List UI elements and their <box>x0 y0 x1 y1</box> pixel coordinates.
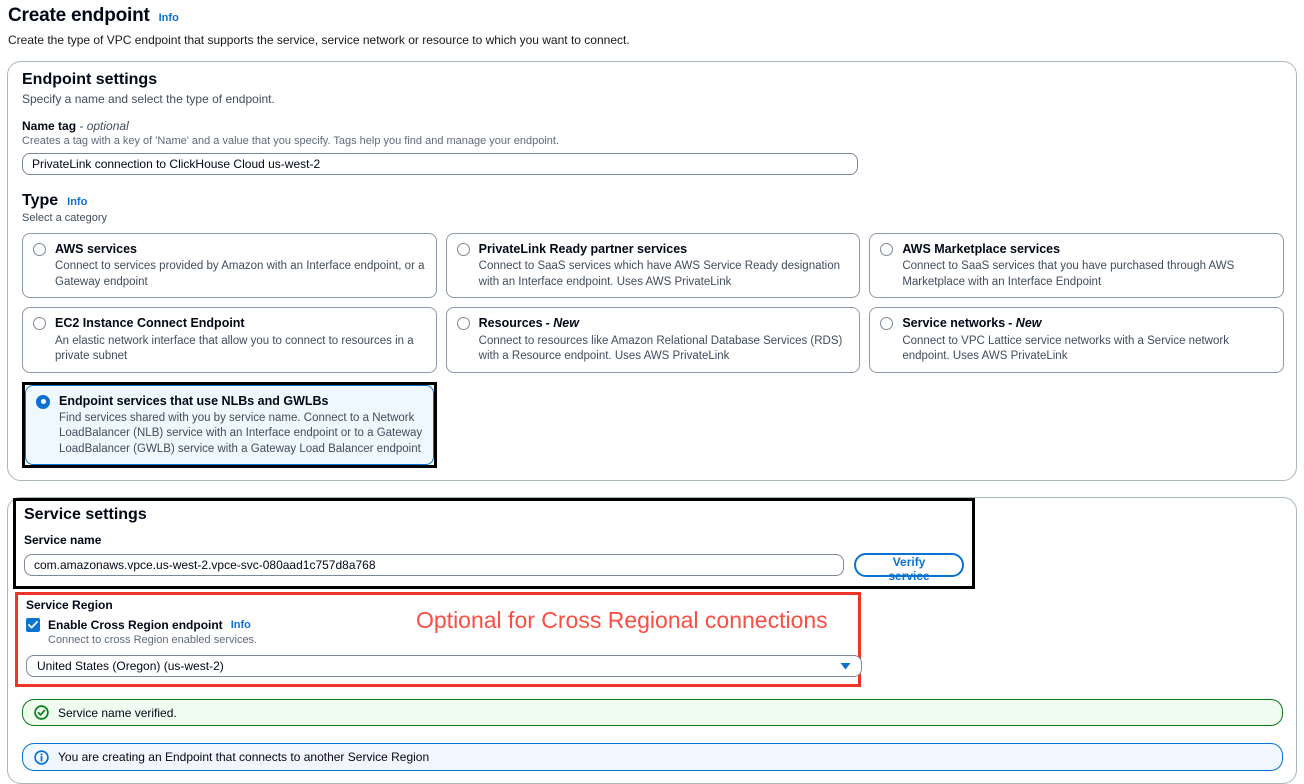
service-region-select[interactable]: United States (Oregon) (us-west-2) <box>26 655 862 678</box>
selected-type-annotation-box: Endpoint services that use NLBs and GWLB… <box>22 381 437 469</box>
service-settings-annotation-box: Service settings Service name Verify ser… <box>13 498 975 590</box>
service-verified-alert: Service name verified. <box>22 699 1283 727</box>
radio-icon[interactable] <box>880 243 894 256</box>
type-option-description: Connect to resources like Amazon Relatio… <box>478 334 843 363</box>
radio-icon[interactable] <box>880 317 894 331</box>
type-option-ec2-instance-connect[interactable]: EC2 Instance Connect Endpoint An elastic… <box>22 307 437 373</box>
type-option-service-networks[interactable]: Service networks- New Connect to VPC Lat… <box>869 307 1284 373</box>
new-badge: - New <box>1008 316 1042 331</box>
service-name-label: Service name <box>24 533 102 548</box>
new-badge: - New <box>545 316 579 331</box>
success-check-icon <box>34 705 49 721</box>
type-option-description: Connect to services provided by Amazon w… <box>55 260 425 288</box>
type-label: Type <box>22 192 59 209</box>
cross-region-checkbox-label[interactable]: Enable Cross Region endpoint <box>48 618 223 633</box>
type-option-description: Connect to SaaS services that you have p… <box>902 260 1235 288</box>
name-tag-optional-suffix: - optional <box>79 119 129 133</box>
type-option-marketplace[interactable]: AWS Marketplace services Connect to SaaS… <box>869 233 1284 299</box>
type-option-resources[interactable]: Resources- New Connect to resources like… <box>445 307 861 373</box>
type-option-title: Service networks- New <box>902 316 1042 331</box>
radio-icon[interactable] <box>33 317 46 331</box>
page-description: Create the type of VPC endpoint that sup… <box>8 33 630 47</box>
cross-region-checkbox[interactable] <box>26 618 40 633</box>
type-option-title: AWS Marketplace services <box>902 242 1061 256</box>
cross-region-help: Connect to cross Region enabled services… <box>48 634 258 647</box>
endpoint-settings-subtitle: Specify a name and select the type of en… <box>22 92 275 106</box>
type-option-title: Endpoint services that use NLBs and GWLB… <box>59 393 329 408</box>
type-option-description: Connect to SaaS services which have AWS … <box>478 260 841 288</box>
radio-icon[interactable] <box>456 243 470 256</box>
name-tag-input[interactable] <box>22 153 858 175</box>
page-title: Create endpoint <box>8 5 150 26</box>
chevron-down-icon <box>840 663 851 670</box>
service-region-selected-value: United States (Oregon) (us-west-2) <box>37 659 224 674</box>
type-options-grid: AWS services Connect to services provide… <box>22 233 1284 469</box>
radio-checked-icon[interactable] <box>36 394 50 409</box>
endpoint-settings-title: Endpoint settings <box>22 71 158 88</box>
type-help: Select a category <box>22 212 107 224</box>
service-region-annotation-box: Service Region Enable Cross Region endpo… <box>15 592 862 688</box>
cross-region-info-alert: You are creating an Endpoint that connec… <box>22 743 1283 772</box>
type-info-link[interactable]: Info <box>67 196 88 208</box>
verify-service-button[interactable]: Verify service <box>854 553 964 583</box>
page-info-link[interactable]: Info <box>158 12 179 24</box>
service-region-label: Service Region <box>26 598 113 613</box>
type-option-aws-services[interactable]: AWS services Connect to services provide… <box>22 233 437 299</box>
info-alert-message: You are creating an Endpoint that connec… <box>58 750 430 765</box>
type-option-description: Connect to VPC Lattice service networks … <box>902 334 1229 363</box>
type-option-title: AWS services <box>55 242 137 256</box>
endpoint-settings-panel: Endpoint settings Specify a name and sel… <box>7 61 1297 482</box>
type-option-privatelink-partner[interactable]: PrivateLink Ready partner services Conne… <box>445 233 861 299</box>
service-settings-panel: Service settings Service name Verify ser… <box>7 497 1297 784</box>
success-alert-message: Service name verified. <box>58 705 177 720</box>
service-name-input[interactable] <box>24 554 845 577</box>
name-tag-help: Creates a tag with a key of 'Name' and a… <box>22 135 560 147</box>
radio-icon[interactable] <box>33 243 46 256</box>
type-option-endpoint-services-nlb-gwlb[interactable]: Endpoint services that use NLBs and GWLB… <box>25 384 434 466</box>
info-circle-icon <box>34 750 49 765</box>
page-header: Create endpoint Info Create the type of … <box>0 0 1304 47</box>
type-option-description: Find services shared with you by service… <box>59 411 423 455</box>
type-option-description: An elastic network interface that allow … <box>55 334 414 363</box>
type-option-title: EC2 Instance Connect Endpoint <box>55 316 245 331</box>
type-option-title: Resources- New <box>478 316 579 331</box>
service-settings-title: Service settings <box>24 506 147 524</box>
annotation-text: Optional for Cross Regional connections <box>416 607 828 634</box>
cross-region-info-link[interactable]: Info <box>230 619 251 632</box>
check-icon <box>28 621 38 629</box>
radio-icon[interactable] <box>456 317 470 331</box>
name-tag-label: Name tag - optional <box>22 119 129 133</box>
type-option-title: PrivateLink Ready partner services <box>478 242 688 256</box>
